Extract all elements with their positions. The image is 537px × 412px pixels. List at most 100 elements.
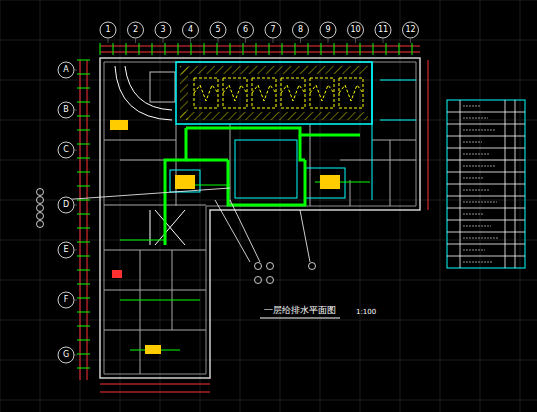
- line-shape: [0, 360, 537, 361]
- line-shape: [40, 0, 41, 412]
- line-shape: [447, 244, 525, 245]
- rect-shape: [447, 100, 525, 268]
- line-shape: [447, 232, 525, 233]
- rect-shape: [281, 78, 305, 108]
- rect-shape: [310, 78, 334, 108]
- circle-shape: [37, 189, 44, 196]
- line-shape: [77, 60, 90, 61]
- line-shape: [217, 43, 218, 55]
- line-shape: [0, 40, 537, 41]
- path-shape: [281, 85, 305, 101]
- line-shape: [380, 80, 416, 81]
- line-shape: [104, 205, 206, 206]
- circle-shape: [255, 277, 262, 284]
- axis-number: 10: [350, 26, 360, 34]
- line-shape: [152, 43, 153, 55]
- line-shape: [77, 172, 90, 173]
- axis-number: A: [63, 66, 68, 74]
- axis-bubble: [58, 242, 74, 258]
- axis-line: [74, 70, 77, 71]
- line-shape: [100, 384, 210, 385]
- line-shape: [113, 43, 114, 55]
- line-shape: [340, 160, 416, 161]
- line-shape: [372, 62, 373, 200]
- line-shape: [139, 43, 140, 55]
- axis-bubble: [375, 22, 391, 38]
- rect-shape: [252, 78, 276, 108]
- line-shape: [463, 178, 483, 179]
- axis-line: [163, 38, 164, 43]
- rect-shape: [235, 140, 297, 198]
- drawing-title: 一层给排水平面图: [264, 306, 336, 315]
- path-shape: [223, 85, 247, 101]
- line-shape: [0, 320, 537, 321]
- axis-bubble: [128, 22, 144, 38]
- line-shape: [447, 136, 525, 137]
- line-shape: [440, 0, 441, 412]
- rect-shape: [176, 62, 372, 124]
- line-shape: [100, 46, 420, 47]
- circle-shape: [255, 263, 262, 270]
- legend-table: [447, 100, 525, 268]
- line-shape: [399, 43, 400, 55]
- line-shape: [447, 172, 525, 173]
- line-shape: [204, 43, 205, 55]
- line-shape: [0, 80, 537, 81]
- rect-shape: [112, 270, 122, 278]
- line-shape: [0, 0, 537, 1]
- axis-bubble: [58, 347, 74, 363]
- axis-line: [74, 150, 77, 151]
- circle-shape: [37, 213, 44, 220]
- circle-shape: [267, 263, 274, 270]
- line-shape: [191, 43, 192, 55]
- line-shape: [386, 43, 387, 55]
- axis-line: [190, 38, 191, 43]
- axis-line: [74, 205, 77, 206]
- line-shape: [77, 368, 90, 369]
- line-shape: [243, 43, 244, 55]
- axis-line: [355, 38, 356, 43]
- axis-number: F: [64, 296, 69, 304]
- axis-bubble: [265, 22, 281, 38]
- axis-number: E: [63, 246, 68, 254]
- line-shape: [100, 43, 101, 55]
- line-shape: [463, 238, 498, 239]
- line-shape: [77, 298, 90, 299]
- line-shape: [256, 43, 257, 55]
- axis-bubble: [58, 292, 74, 308]
- line-shape: [447, 256, 525, 257]
- axis-line: [218, 38, 219, 43]
- axis-bubble: [348, 22, 364, 38]
- line-shape: [0, 400, 537, 401]
- line-shape: [77, 200, 90, 201]
- title-underline: [260, 317, 340, 318]
- line-shape: [77, 326, 90, 327]
- line-shape: [104, 290, 206, 291]
- line-shape: [230, 43, 231, 55]
- axis-bubble: [155, 22, 171, 38]
- line-shape: [463, 154, 489, 155]
- interior-walls: [104, 124, 416, 374]
- line-shape: [0, 160, 537, 161]
- circle-shape: [37, 205, 44, 212]
- axis-number: 6: [243, 26, 248, 34]
- line-shape: [140, 250, 141, 374]
- line-shape: [463, 142, 482, 143]
- axis-bubbles: [58, 22, 419, 363]
- line-shape: [80, 0, 81, 412]
- line-shape: [178, 43, 179, 55]
- line-shape: [77, 270, 90, 271]
- line-shape: [77, 158, 90, 159]
- line-shape: [463, 190, 490, 191]
- axis-number: 8: [298, 26, 303, 34]
- axis-number: G: [63, 351, 69, 359]
- rect-shape: [320, 175, 340, 189]
- line-shape: [463, 214, 484, 215]
- line-shape: [447, 196, 525, 197]
- axis-line: [135, 38, 136, 43]
- rect-shape: [180, 112, 368, 120]
- axis-number: 9: [325, 26, 330, 34]
